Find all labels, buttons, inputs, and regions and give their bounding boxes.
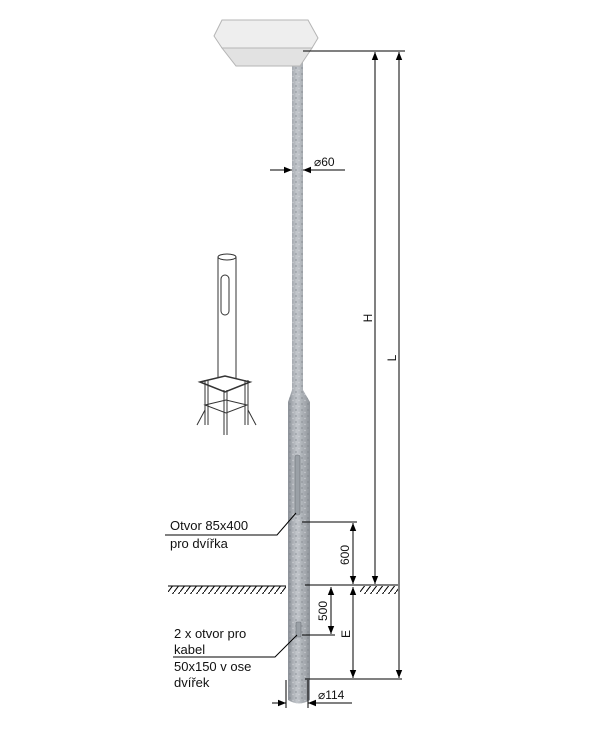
cable-opening-line-1: 2 x otvor pro bbox=[174, 626, 246, 641]
cable-opening-annotation: 2 x otvor pro kabel 50x150 v ose dvířek bbox=[173, 626, 298, 690]
pole bbox=[288, 55, 310, 704]
door-opening-line-2: pro dvířka bbox=[170, 536, 229, 551]
cable-opening-line-4: dvířek bbox=[174, 675, 210, 690]
lamp-head bbox=[213, 19, 319, 67]
height-label: H bbox=[361, 314, 375, 323]
cable-opening-line-3: 50x150 v ose bbox=[174, 659, 251, 674]
door-height-label: 600 bbox=[338, 545, 352, 565]
cable-depth-label: 500 bbox=[316, 601, 330, 621]
door-opening-line-1: Otvor 85x400 bbox=[170, 518, 248, 533]
bottom-diameter-label: ⌀114 bbox=[318, 688, 345, 702]
door-opening-annotation: Otvor 85x400 pro dvířka bbox=[165, 512, 297, 551]
embed-label: E bbox=[339, 630, 353, 638]
cable-opening-line-2: kabel bbox=[174, 642, 205, 657]
top-diameter-label: ⌀60 bbox=[314, 155, 335, 169]
door-opening bbox=[294, 454, 301, 516]
length-label: L bbox=[385, 354, 399, 361]
foundation-base-illustration bbox=[196, 253, 257, 435]
cable-opening bbox=[295, 621, 302, 638]
ground-line bbox=[168, 584, 398, 594]
